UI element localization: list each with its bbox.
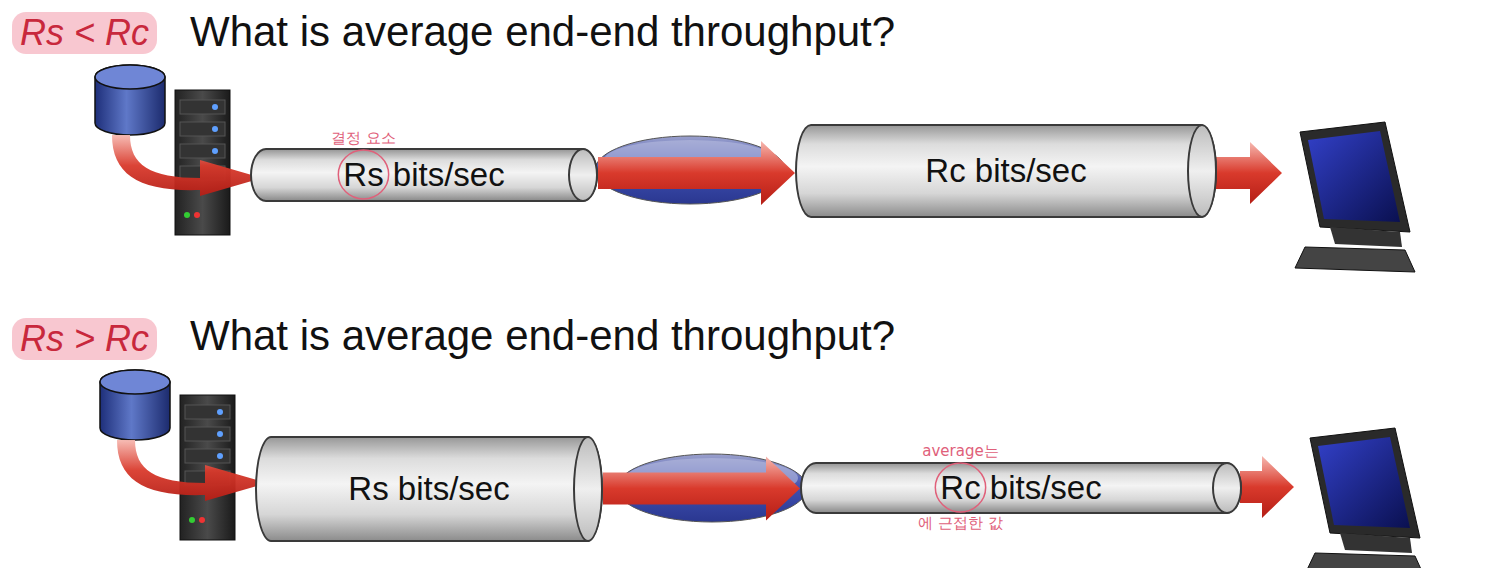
link-rate: Rc bits/sec — [925, 152, 1086, 190]
link-pipe: Rs bits/sec — [250, 148, 598, 202]
handwritten-note: average는 — [922, 442, 998, 461]
pipe-end-cap — [1212, 462, 1242, 514]
link-rate: Rs bits/sec — [348, 470, 509, 508]
heading: What is average end-end throughput? — [190, 8, 895, 56]
pipe-end-cap — [1187, 124, 1217, 218]
flow-arrow — [598, 141, 795, 205]
condition-label: Rs > Rc — [12, 318, 157, 360]
handwritten-note: 결정 요소 — [331, 129, 396, 148]
link-pipe: Rc bits/sec — [795, 124, 1217, 218]
pipe-end-cap — [568, 148, 598, 202]
link-rate: Rs bits/sec — [343, 156, 504, 194]
handwritten-note: 에 근접한 값 — [918, 514, 1003, 533]
flow-arrow — [603, 457, 800, 521]
condition-label: Rs < Rc — [12, 12, 157, 54]
pipe-end-cap — [573, 436, 603, 542]
link-pipe: Rc bits/sec — [800, 462, 1242, 514]
heading: What is average end-end throughput? — [190, 312, 895, 360]
link-pipe: Rs bits/sec — [255, 436, 603, 542]
link-rate: Rc bits/sec — [940, 469, 1101, 507]
